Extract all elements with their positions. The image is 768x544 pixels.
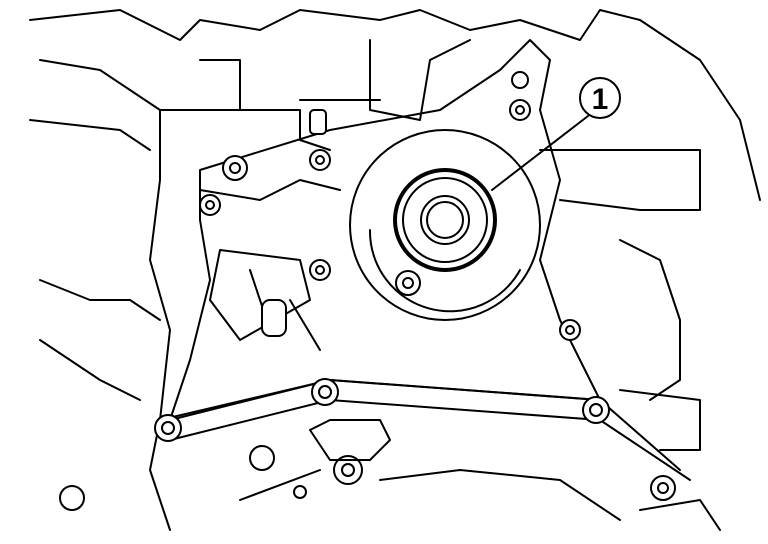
oil-seal (393, 168, 497, 272)
callout-label: 1 (592, 83, 609, 116)
front-cover (159, 39, 691, 481)
callout-1: 1 (491, 77, 621, 191)
engine-block-outline (29, 9, 761, 531)
lower-components (239, 389, 721, 531)
bolts (59, 71, 676, 511)
